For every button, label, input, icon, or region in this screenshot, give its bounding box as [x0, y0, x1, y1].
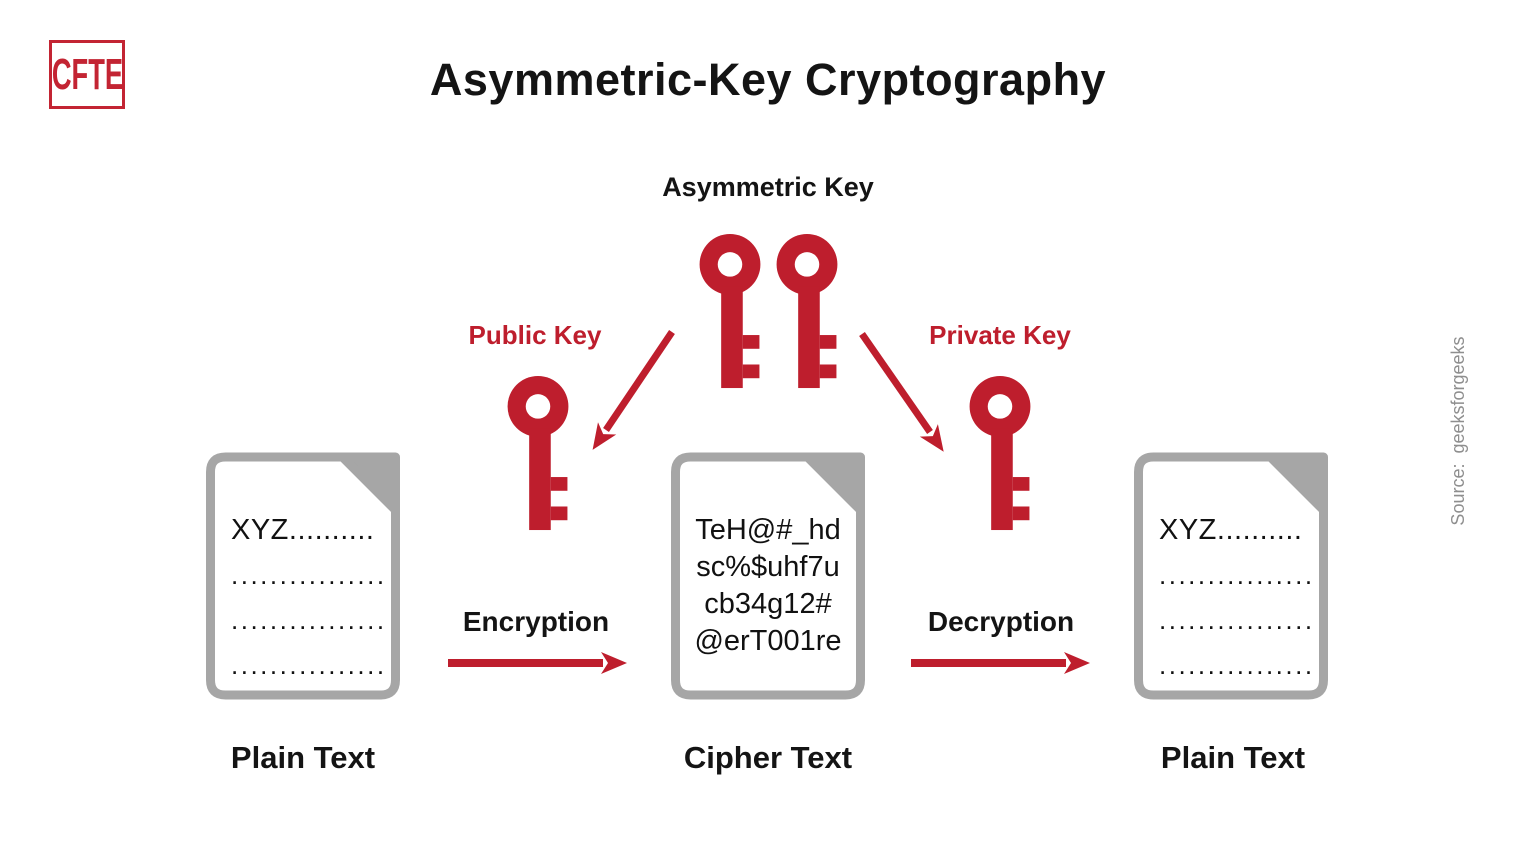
doc-line: cb34g12# [704, 588, 832, 620]
doc-line: ................ [1159, 605, 1315, 635]
asymmetric-key-right-icon [775, 233, 839, 390]
encryption-arrow-icon [448, 652, 627, 674]
cfte-logo-text: CFTE [51, 49, 123, 99]
doc-line: @erT001re [694, 625, 842, 657]
plain-text-document-right: XYZ.......... ................ .........… [1133, 452, 1329, 700]
cfte-logo: CFTE [49, 40, 125, 109]
doc-line: ................ [1159, 560, 1315, 590]
private-key-label: Private Key [929, 320, 1071, 350]
plain-text-caption-right: Plain Text [1160, 740, 1306, 775]
source-attribution: Source: geeksforgeeks [1448, 336, 1468, 526]
asymmetric-key-label: Asymmetric Key [662, 172, 874, 202]
doc-line: XYZ.......... [1159, 514, 1303, 546]
private-key-icon [968, 375, 1032, 532]
public-key-icon [506, 375, 570, 532]
public-key-label: Public Key [468, 320, 602, 350]
encryption-label: Encryption [462, 606, 610, 637]
cipher-text-caption: Cipher Text [683, 740, 853, 775]
plain-text-content-left: XYZ.......... ................ .........… [231, 508, 387, 688]
doc-line: sc%$uhf7u [696, 551, 840, 583]
doc-line: ................ [1159, 650, 1315, 680]
doc-line: ................ [231, 650, 387, 680]
page-title: Asymmetric-Key Cryptography [429, 54, 1107, 105]
doc-line: ................ [231, 605, 387, 635]
decryption-label: Decryption [927, 606, 1075, 637]
arrow-to-private-key-icon [859, 332, 944, 452]
plain-text-document-left: XYZ.......... ................ .........… [205, 452, 401, 700]
cipher-text-content: TeH@#_hd sc%$uhf7u cb34g12# @erT001re [670, 512, 866, 660]
doc-line: TeH@#_hd [695, 514, 841, 546]
doc-line: ................ [231, 560, 387, 590]
decryption-arrow-icon [911, 652, 1090, 674]
cipher-text-document: TeH@#_hd sc%$uhf7u cb34g12# @erT001re [670, 452, 866, 700]
doc-line: XYZ.......... [231, 514, 375, 546]
asymmetric-key-left-icon [698, 233, 762, 390]
arrow-to-public-key-icon [592, 330, 675, 450]
plain-text-caption-left: Plain Text [230, 740, 376, 775]
plain-text-content-right: XYZ.......... ................ .........… [1159, 508, 1315, 688]
